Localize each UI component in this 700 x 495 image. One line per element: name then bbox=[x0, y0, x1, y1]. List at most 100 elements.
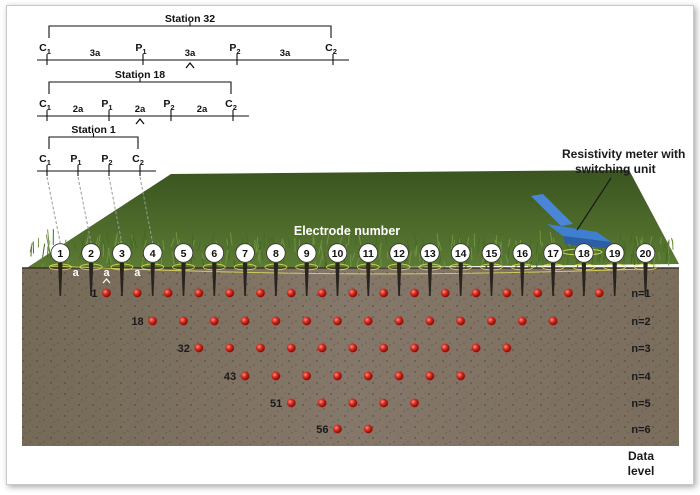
meter-label-line2: switching unit bbox=[575, 162, 656, 176]
data-point bbox=[133, 289, 142, 298]
data-point bbox=[503, 289, 512, 298]
data-point bbox=[225, 344, 234, 353]
electrode-number-20: 20 bbox=[640, 248, 652, 260]
array-spacing-label: 2a bbox=[73, 104, 84, 115]
data-point bbox=[333, 425, 342, 434]
electrode-number-12: 12 bbox=[393, 248, 405, 260]
electrode-number-19: 19 bbox=[609, 248, 621, 260]
data-level-label: n=4 bbox=[631, 371, 651, 383]
array-electrode-letter: P bbox=[70, 153, 77, 165]
electrode-number-11: 11 bbox=[363, 248, 374, 260]
array-electrode-subscript: 1 bbox=[47, 103, 51, 112]
array-spacing-label: 3a bbox=[90, 48, 101, 59]
array-electrode-letter: P bbox=[101, 98, 108, 110]
data-point bbox=[426, 372, 435, 381]
electrode-number-6: 6 bbox=[211, 248, 217, 260]
array-electrode-label: P2 bbox=[163, 98, 174, 112]
data-point bbox=[379, 344, 388, 353]
electrode-number-4: 4 bbox=[150, 248, 156, 260]
data-point bbox=[318, 344, 327, 353]
spacing-mark-a: a bbox=[73, 267, 80, 279]
electrode-number-14: 14 bbox=[455, 248, 467, 260]
data-point bbox=[102, 289, 111, 298]
data-point bbox=[225, 289, 234, 298]
data-level-label: n=1 bbox=[631, 288, 650, 300]
electrode-number-title: Electrode number bbox=[294, 224, 400, 238]
array-spacing-label: 3a bbox=[280, 48, 291, 59]
data-point bbox=[302, 317, 311, 326]
data-point bbox=[302, 372, 311, 381]
data-point bbox=[148, 317, 157, 326]
meter-label-line1: Resistivity meter with bbox=[562, 147, 685, 161]
array-midpoint-caret bbox=[136, 119, 144, 124]
data-point bbox=[441, 344, 450, 353]
data-point bbox=[395, 317, 404, 326]
first-station-label: 1 bbox=[91, 288, 97, 300]
array-electrode-label: P1 bbox=[135, 42, 146, 56]
data-point bbox=[256, 344, 265, 353]
data-point bbox=[487, 317, 496, 326]
array-electrode-letter: P bbox=[163, 98, 170, 110]
array-electrode-subscript: 2 bbox=[170, 103, 174, 112]
data-point bbox=[164, 289, 173, 298]
data-level-label: n=2 bbox=[631, 316, 650, 328]
data-point bbox=[379, 289, 388, 298]
array-electrode-letter: P bbox=[229, 42, 236, 54]
data-point bbox=[195, 344, 204, 353]
array-electrode-subscript: 1 bbox=[47, 158, 51, 167]
array-electrode-subscript: 2 bbox=[333, 47, 337, 56]
first-station-label: 43 bbox=[224, 371, 236, 383]
data-point bbox=[595, 289, 604, 298]
array-electrode-letter: P bbox=[101, 153, 108, 165]
array-electrode-subscript: 2 bbox=[236, 47, 240, 56]
data-point bbox=[456, 317, 465, 326]
data-point bbox=[364, 317, 373, 326]
data-point bbox=[364, 372, 373, 381]
data-point bbox=[549, 317, 558, 326]
array-electrode-subscript: 1 bbox=[47, 47, 51, 56]
data-point bbox=[518, 317, 527, 326]
first-station-label: 56 bbox=[316, 424, 328, 436]
data-point bbox=[272, 317, 281, 326]
array-bracket bbox=[49, 22, 331, 38]
data-level-label: n=6 bbox=[631, 424, 650, 436]
array-electrode-label: C1 bbox=[39, 98, 51, 112]
array-midpoint-caret bbox=[186, 63, 194, 68]
data-point bbox=[333, 317, 342, 326]
data-point bbox=[241, 317, 250, 326]
data-level-label: n=5 bbox=[631, 398, 650, 410]
electrode-number-7: 7 bbox=[242, 248, 248, 260]
data-point bbox=[441, 289, 450, 298]
electrode-number-15: 15 bbox=[486, 248, 498, 260]
electrode-number-13: 13 bbox=[424, 248, 436, 260]
data-point bbox=[503, 344, 512, 353]
data-point bbox=[210, 317, 219, 326]
electrode-number-8: 8 bbox=[273, 248, 279, 260]
grass-blade bbox=[568, 251, 569, 264]
data-level-title-line2: level bbox=[628, 464, 655, 478]
data-point bbox=[241, 372, 250, 381]
array-electrode-subscript: 1 bbox=[142, 47, 146, 56]
data-point bbox=[564, 289, 573, 298]
first-station-label: 51 bbox=[270, 398, 282, 410]
array-electrode-subscript: 1 bbox=[77, 158, 81, 167]
data-point bbox=[256, 289, 265, 298]
data-point bbox=[364, 425, 373, 434]
data-point bbox=[287, 344, 296, 353]
data-point bbox=[318, 399, 327, 408]
array-bracket bbox=[49, 133, 138, 149]
electrode-number-18: 18 bbox=[578, 248, 590, 260]
spacing-mark-a: a bbox=[134, 267, 141, 279]
first-station-label: 32 bbox=[178, 343, 190, 355]
array-electrode-subscript: 2 bbox=[233, 103, 237, 112]
data-point bbox=[395, 372, 404, 381]
data-level-title-line1: Data bbox=[628, 449, 654, 463]
data-point bbox=[349, 289, 358, 298]
data-point bbox=[349, 399, 358, 408]
electrode-number-2: 2 bbox=[88, 248, 94, 260]
data-point bbox=[379, 399, 388, 408]
grass-blade bbox=[539, 254, 540, 263]
array-bracket bbox=[49, 78, 231, 94]
data-point bbox=[318, 289, 327, 298]
